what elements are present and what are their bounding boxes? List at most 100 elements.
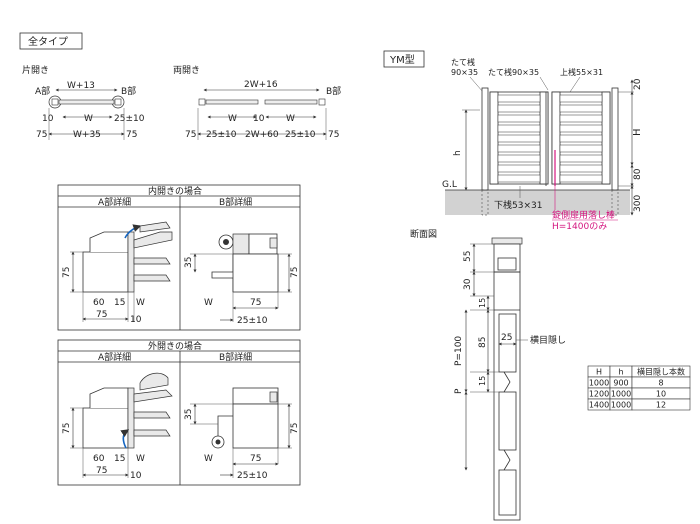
svg-text:H: H bbox=[632, 128, 643, 136]
slat bbox=[497, 164, 541, 173]
svg-text:W: W bbox=[228, 114, 237, 124]
slat bbox=[559, 154, 603, 163]
svg-text:W: W bbox=[204, 298, 213, 308]
table-header: 横目隠し本数 bbox=[637, 367, 685, 377]
all-type-badge: 全タイプ bbox=[19, 32, 83, 50]
svg-text:断面図: 断面図 bbox=[410, 228, 437, 240]
svg-text:35: 35 bbox=[184, 257, 194, 268]
svg-text:錠側扉用落し棒: 錠側扉用落し棒 bbox=[552, 209, 615, 221]
svg-text:35: 35 bbox=[184, 409, 194, 420]
svg-text:15: 15 bbox=[478, 298, 487, 308]
slat bbox=[497, 134, 541, 143]
svg-text:全タイプ: 全タイプ bbox=[28, 35, 68, 48]
svg-text:75: 75 bbox=[62, 423, 72, 434]
svg-text:G.L: G.L bbox=[442, 180, 457, 190]
ym-elevation: たて桟 90×35 たて桟90×35 上桟55×31 G.L 20 H bbox=[442, 57, 643, 232]
svg-text:25±10: 25±10 bbox=[285, 130, 316, 140]
inner-open-detail: 内開きの場合 A部詳細 B部詳細 75 60 15 W 75 10 bbox=[57, 184, 301, 331]
slat bbox=[559, 164, 603, 173]
slat bbox=[497, 144, 541, 153]
svg-text:10: 10 bbox=[130, 315, 142, 325]
svg-text:B部詳細: B部詳細 bbox=[219, 196, 252, 208]
svg-text:P=100: P=100 bbox=[454, 336, 464, 366]
svg-text:片開き: 片開き bbox=[22, 64, 49, 76]
ym-type-badge: YM型 bbox=[383, 50, 425, 68]
slat bbox=[559, 134, 603, 143]
slat bbox=[559, 144, 603, 153]
slat bbox=[559, 104, 603, 113]
svg-text:20: 20 bbox=[633, 78, 643, 90]
section-view: 断面図 55 30 15 85 15 P=100 P 25 横目隠し bbox=[410, 228, 566, 521]
slat bbox=[559, 114, 603, 123]
table-cell: 10 bbox=[656, 390, 666, 399]
table-cell-border bbox=[631, 398, 691, 411]
table-cell: 1400 bbox=[589, 401, 609, 410]
table-cell: 12 bbox=[656, 401, 666, 410]
svg-text:B部: B部 bbox=[121, 85, 136, 97]
table-cell: 1000 bbox=[611, 401, 631, 410]
svg-text:25±10: 25±10 bbox=[237, 471, 268, 481]
svg-text:両開き: 両開き bbox=[173, 65, 200, 76]
svg-text:75: 75 bbox=[36, 130, 47, 140]
svg-text:75: 75 bbox=[328, 130, 339, 140]
slat bbox=[559, 94, 603, 103]
svg-text:10: 10 bbox=[130, 471, 142, 481]
table-cell: 1200 bbox=[589, 390, 609, 399]
svg-text:A部詳細: A部詳細 bbox=[98, 351, 131, 363]
svg-text:85: 85 bbox=[478, 337, 488, 348]
svg-text:下桟53×31: 下桟53×31 bbox=[494, 199, 542, 211]
svg-text:75: 75 bbox=[185, 130, 196, 140]
svg-text:75: 75 bbox=[126, 130, 137, 140]
svg-text:30: 30 bbox=[463, 278, 473, 290]
svg-text:90×35: 90×35 bbox=[451, 68, 478, 77]
svg-text:25±10: 25±10 bbox=[114, 114, 145, 124]
svg-text:W: W bbox=[136, 298, 145, 308]
slat bbox=[497, 104, 541, 113]
svg-text:15: 15 bbox=[114, 454, 125, 464]
svg-text:25±10: 25±10 bbox=[206, 130, 237, 140]
svg-text:15: 15 bbox=[114, 298, 125, 308]
table-cell: 1000 bbox=[589, 379, 609, 388]
svg-text:75: 75 bbox=[96, 310, 107, 320]
slat bbox=[497, 154, 541, 163]
svg-text:横目隠し: 横目隠し bbox=[530, 334, 566, 346]
svg-text:W+13: W+13 bbox=[67, 81, 95, 91]
slat bbox=[497, 114, 541, 123]
svg-text:W: W bbox=[84, 114, 93, 124]
svg-text:80: 80 bbox=[633, 168, 643, 180]
svg-text:B部: B部 bbox=[326, 85, 341, 97]
table-cell: 8 bbox=[658, 379, 663, 388]
svg-text:たて桟90×35: たて桟90×35 bbox=[488, 67, 539, 77]
svg-text:60: 60 bbox=[93, 454, 105, 464]
slat bbox=[497, 174, 541, 183]
svg-text:75: 75 bbox=[290, 423, 300, 434]
table-header: H bbox=[596, 368, 602, 377]
svg-text:60: 60 bbox=[93, 298, 105, 308]
slat bbox=[559, 174, 603, 183]
svg-text:75: 75 bbox=[96, 466, 107, 476]
svg-text:10: 10 bbox=[253, 114, 265, 124]
svg-text:YM型: YM型 bbox=[389, 53, 415, 66]
svg-text:75: 75 bbox=[250, 454, 261, 464]
svg-text:P: P bbox=[454, 388, 464, 394]
single-open-plan: 片開き A部 B部 W+13 10 W 25±10 75 W+35 75 bbox=[22, 64, 145, 140]
svg-text:300: 300 bbox=[633, 195, 643, 212]
slat bbox=[497, 94, 541, 103]
slat bbox=[497, 124, 541, 133]
svg-text:内開きの場合: 内開きの場合 bbox=[148, 185, 202, 197]
svg-text:55: 55 bbox=[463, 251, 473, 262]
table-cell: 1000 bbox=[611, 390, 631, 399]
svg-text:W: W bbox=[286, 114, 295, 124]
svg-text:外開きの場合: 外開きの場合 bbox=[148, 340, 202, 352]
svg-text:25: 25 bbox=[501, 333, 512, 343]
svg-text:H=1400のみ: H=1400のみ bbox=[552, 221, 607, 232]
svg-text:2W+16: 2W+16 bbox=[244, 80, 278, 90]
table-cell: 900 bbox=[613, 379, 628, 388]
svg-text:A部: A部 bbox=[35, 85, 50, 97]
table-header: h bbox=[618, 368, 623, 377]
svg-text:25±10: 25±10 bbox=[237, 316, 268, 326]
svg-text:75: 75 bbox=[250, 298, 261, 308]
svg-text:上桟55×31: 上桟55×31 bbox=[560, 67, 603, 77]
